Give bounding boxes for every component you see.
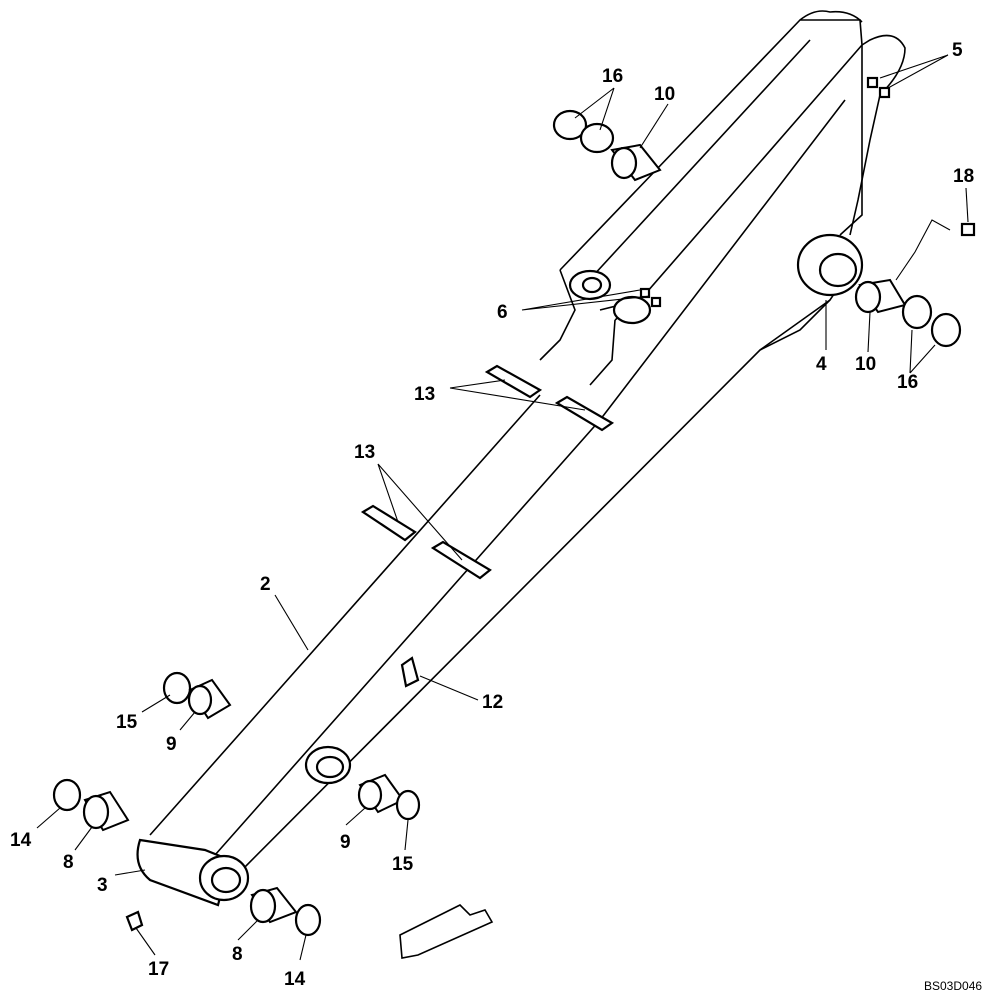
callout-14-left: 14 — [10, 830, 32, 851]
callout-12: 12 — [482, 692, 503, 713]
callout-5: 5 — [952, 40, 963, 61]
drawing-code: BS03D046 — [924, 979, 982, 993]
callout-15-center: 15 — [392, 854, 414, 875]
callout-8-bottom: 8 — [232, 944, 243, 965]
direction-arrow-icon — [399, 904, 494, 959]
callout-labels: 16 10 5 18 6 4 10 16 13 13 2 12 15 9 14 … — [10, 40, 974, 990]
callout-10-upper: 10 — [654, 84, 675, 105]
callout-8-left: 8 — [63, 852, 74, 873]
callout-6: 6 — [497, 302, 508, 323]
leader-lines — [36, 54, 969, 961]
callout-9-left: 9 — [166, 734, 177, 755]
callout-15-left: 15 — [116, 712, 138, 733]
callout-16-right: 16 — [897, 372, 918, 393]
arm-body — [136, 10, 906, 907]
callout-10-right: 10 — [855, 354, 876, 375]
callout-9-center: 9 — [340, 832, 351, 853]
callout-17: 17 — [148, 959, 169, 980]
callout-18: 18 — [953, 166, 974, 187]
small-parts — [52, 76, 976, 937]
callout-16-upper: 16 — [602, 66, 623, 87]
callout-3: 3 — [97, 875, 108, 896]
callout-13-lower: 13 — [354, 442, 375, 463]
callout-13-upper: 13 — [414, 384, 435, 405]
callout-14-bottom: 14 — [284, 969, 306, 990]
callout-2: 2 — [260, 574, 271, 595]
callout-4: 4 — [816, 354, 827, 375]
